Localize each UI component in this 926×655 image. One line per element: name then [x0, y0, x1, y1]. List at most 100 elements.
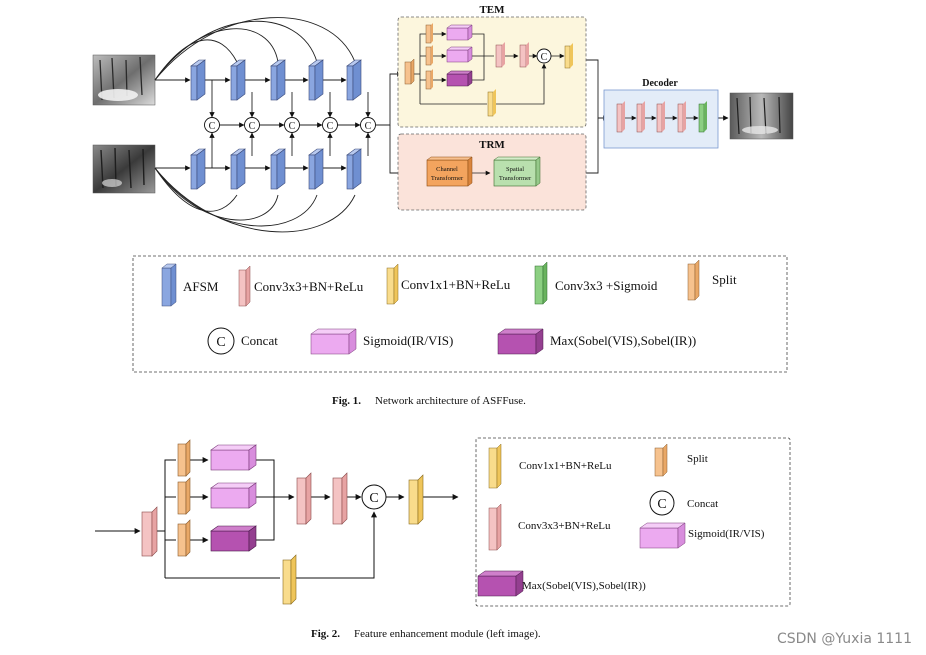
fig2-legend: Conv1x1+BN+ReLu Split C Concat Conv3x3+B…	[475, 437, 791, 607]
fig2-diagram: C Conv1x1+BN+ReLu Split C Concat Conv3x3…	[95, 437, 791, 640]
concat-node: C	[244, 117, 260, 133]
svg-text:C: C	[327, 121, 334, 132]
fig2-sigmoid-block	[210, 482, 257, 509]
svg-text:C: C	[365, 121, 372, 132]
tem-split-block	[425, 45, 433, 66]
tem-sigmoid-block	[446, 24, 473, 41]
tem-conv3x3-block	[519, 42, 529, 68]
tem-conv3x3-block	[495, 42, 505, 68]
fused-output-image	[729, 92, 794, 140]
fig2-caption-text: Feature enhancement module (left image).	[354, 628, 541, 640]
afsm-block	[308, 59, 324, 101]
concat-node: C	[322, 117, 338, 133]
legend2-split-label: Split	[687, 453, 708, 465]
trm-title: TRM	[479, 139, 505, 151]
legend2-sigmoid-icon	[639, 522, 686, 549]
legend-concat-icon: C	[207, 327, 235, 355]
spatial-transformer-block: Spatial Transformer	[493, 156, 541, 187]
tem-title: TEM	[479, 4, 505, 16]
fig2-caption-bold: Fig. 2.	[311, 628, 340, 640]
decoder-conv3x3-block	[656, 101, 665, 133]
svg-text:Transformer: Transformer	[431, 175, 464, 182]
afsm-block	[270, 59, 286, 101]
tem-max-sobel-block	[446, 70, 473, 87]
afsm-block	[346, 59, 362, 101]
legend-concat-label: Concat	[241, 333, 278, 348]
tem-split-block	[425, 23, 433, 44]
legend-split-label: Split	[712, 272, 737, 287]
legend-conv1x1-label: Conv1x1+BN+ReLu	[401, 277, 511, 292]
flow-lines-fig1	[155, 59, 729, 176]
legend-afsm-label: AFSM	[183, 279, 219, 294]
afsm-block	[270, 148, 286, 190]
legend-conv1x1-icon	[386, 263, 399, 305]
legend2-conv1x1-icon	[488, 443, 502, 489]
legend2-conv3x3-icon	[488, 503, 502, 551]
legend2-max-sobel-label: Max(Sobel(VIS),Sobel(IR))	[522, 580, 646, 592]
legend2-max-sobel-icon	[477, 570, 524, 597]
decoder-conv3x3-block	[636, 101, 645, 133]
legend-sigmoid-label: Sigmoid(IR/VIS)	[363, 333, 453, 348]
svg-text:C: C	[541, 52, 548, 63]
svg-text:C: C	[249, 121, 256, 132]
decoder-title: Decoder	[642, 78, 678, 89]
legend2-concat-label: Concat	[687, 498, 718, 510]
concat-circles-fig1: C C C C C	[204, 117, 376, 133]
tem-conv1x1-block	[564, 43, 573, 69]
concat-node: C	[360, 117, 376, 133]
afsm-block	[308, 148, 324, 190]
fig2-conv3x3-block	[332, 472, 348, 525]
fig2-split-input-block	[141, 506, 158, 557]
afsm-blocks	[190, 59, 362, 190]
afsm-block	[230, 59, 246, 101]
fig1-legend: AFSM Conv3x3+BN+ReLu Conv1x1+BN+ReLu Con…	[132, 255, 788, 373]
legend2-split-icon	[654, 443, 668, 477]
channel-transformer-block: Channel Transformer	[426, 156, 473, 187]
afsm-block	[190, 148, 206, 190]
fig2-split-block	[177, 439, 191, 477]
concat-node: C	[204, 117, 220, 133]
legend-conv3x3-sigmoid-label: Conv3x3 +Sigmoid	[555, 278, 658, 293]
legend-max-sobel-label: Max(Sobel(VIS),Sobel(IR))	[550, 333, 696, 348]
tem-split-block	[425, 69, 433, 90]
tem-concat-node: C	[536, 48, 552, 64]
fig2-conv3x3-block	[296, 472, 312, 525]
legend2-concat-icon: C	[649, 490, 675, 516]
svg-text:C: C	[209, 121, 216, 132]
concat-node: C	[284, 117, 300, 133]
legend-sigmoid-icon	[310, 328, 357, 355]
afsm-block	[230, 148, 246, 190]
ir-input-image	[92, 54, 156, 106]
legend-max-sobel-icon	[497, 328, 544, 355]
legend-split-icon	[687, 259, 700, 301]
tem-sigmoid-block	[446, 46, 473, 63]
svg-text:C: C	[369, 491, 378, 506]
fig2-concat-node: C	[361, 484, 387, 510]
svg-text:C: C	[657, 497, 666, 512]
decoder-conv3x3-block	[616, 101, 625, 133]
legend2-conv1x1-label: Conv1x1+BN+ReLu	[519, 460, 612, 472]
fig2-split-block	[177, 477, 191, 515]
legend2-conv3x3-label: Conv3x3+BN+ReLu	[518, 520, 611, 532]
fig2-conv1x1-block	[408, 474, 424, 525]
tem-conv1x1-block	[487, 89, 496, 117]
tem-split-block	[404, 58, 415, 85]
decoder-module: Decoder	[603, 78, 719, 149]
fig1-caption-text: Network architecture of ASFFuse.	[375, 395, 526, 407]
legend-afsm-icon	[161, 263, 177, 307]
svg-text:Spatial: Spatial	[506, 166, 524, 173]
svg-text:C: C	[289, 121, 296, 132]
trm-module: TRM Channel Transformer Spatial Transfor…	[397, 133, 587, 211]
decoder-sigmoid-block	[698, 101, 707, 133]
vis-input-image	[92, 144, 156, 194]
watermark: CSDN @Yuxia 1111	[776, 631, 912, 647]
legend-conv3x3-label: Conv3x3+BN+ReLu	[254, 279, 364, 294]
fig1-diagram: C C C C C TEM	[92, 4, 794, 407]
legend2-sigmoid-label: Sigmoid(IR/VIS)	[688, 528, 765, 540]
fig1-caption-bold: Fig. 1.	[332, 395, 361, 407]
svg-text:Transformer: Transformer	[499, 175, 532, 182]
svg-text:C: C	[216, 335, 225, 350]
tem-module: TEM	[397, 4, 587, 128]
fig2-max-sobel-block	[210, 525, 257, 552]
